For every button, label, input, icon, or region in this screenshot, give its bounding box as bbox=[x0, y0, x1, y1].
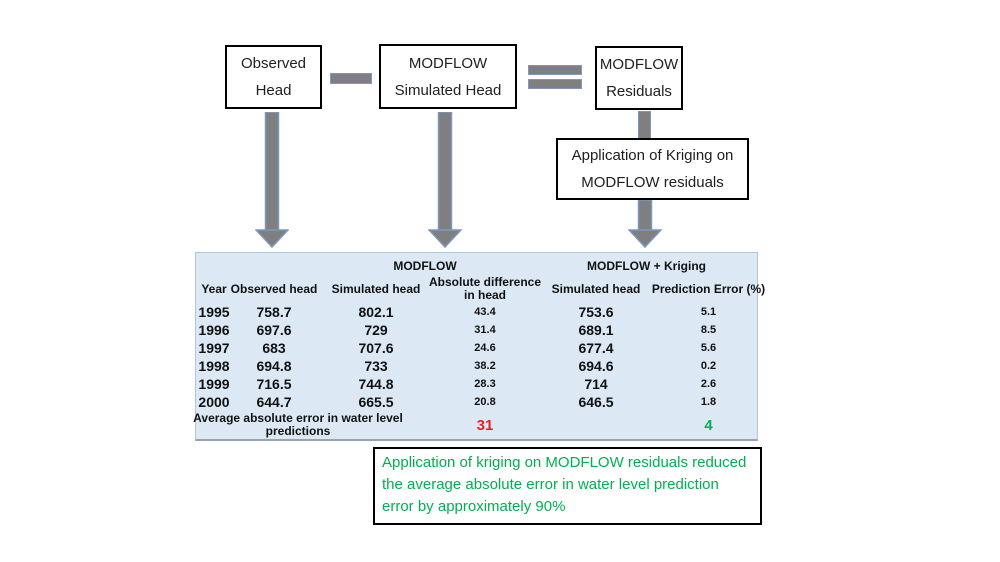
cell-krig: 689.1 bbox=[578, 322, 614, 338]
kriging-application-box: Application of Kriging on MODFLOW residu… bbox=[556, 138, 749, 200]
results-table: MODFLOW MODFLOW + Kriging Year Observed … bbox=[193, 252, 766, 441]
col-header-absolute-difference: Absolute difference in head bbox=[428, 274, 542, 302]
connector-shaft bbox=[638, 111, 651, 139]
cell-observed: 716.5 bbox=[256, 376, 292, 392]
cell-sim: 729 bbox=[364, 322, 388, 338]
callout-line1: Application of kriging on MODFLOW residu… bbox=[382, 454, 747, 471]
cell-sim: 707.6 bbox=[358, 340, 394, 356]
down-arrow-icon bbox=[628, 200, 662, 248]
group-header-modflow: MODFLOW bbox=[393, 258, 457, 273]
table-row: 1996 697.6 729 31.4 689.1 8.5 bbox=[196, 321, 757, 339]
table-row: 1998 694.8 733 38.2 694.6 0.2 bbox=[196, 357, 757, 375]
cell-err: 8.5 bbox=[700, 324, 717, 336]
cell-sim: 733 bbox=[364, 358, 388, 374]
cell-year: 1998 bbox=[198, 358, 230, 374]
callout-line3: error by approximately 90% bbox=[382, 498, 566, 515]
table-group-header-row: MODFLOW MODFLOW + Kriging bbox=[196, 257, 757, 274]
cell-diff: 43.4 bbox=[474, 306, 496, 318]
observed-head-line2: Head bbox=[255, 82, 292, 99]
modflow-simulated-head-box: MODFLOW Simulated Head bbox=[379, 44, 517, 109]
kriging-line2: MODFLOW residuals bbox=[581, 174, 724, 191]
equals-sign-icon bbox=[528, 79, 582, 89]
cell-sim: 744.8 bbox=[358, 376, 394, 392]
modflow-sim-line1: MODFLOW bbox=[408, 54, 488, 72]
cell-year: 1997 bbox=[198, 340, 230, 356]
col-header-prediction-error: Prediction Error (%) bbox=[651, 281, 766, 296]
col-header-simulated-head: Simulated head bbox=[331, 281, 421, 296]
cell-sim: 802.1 bbox=[358, 304, 394, 320]
cell-observed: 644.7 bbox=[256, 394, 292, 410]
cell-krig: 753.6 bbox=[578, 304, 614, 320]
cell-diff: 31.4 bbox=[474, 324, 496, 336]
group-header-modflow-kriging: MODFLOW + Kriging bbox=[587, 258, 706, 273]
cell-observed: 758.7 bbox=[256, 304, 292, 320]
callout-line2: the average absolute error in water leve… bbox=[382, 476, 719, 493]
cell-err: 1.8 bbox=[700, 396, 717, 408]
cell-diff: 28.3 bbox=[474, 378, 496, 390]
cell-err: 2.6 bbox=[700, 378, 717, 390]
summary-modflow-error-value: 31 bbox=[476, 416, 494, 434]
cell-year: 1995 bbox=[198, 304, 230, 320]
table-row: 1997 683 707.6 24.6 677.4 5.6 bbox=[196, 339, 757, 357]
table-header-row: Year Observed head Simulated head Absolu… bbox=[196, 274, 766, 303]
modflow-resid-line2: Residuals bbox=[606, 83, 672, 100]
equals-sign-icon bbox=[528, 65, 582, 75]
cell-err: 5.6 bbox=[700, 342, 717, 354]
conclusion-callout: Application of kriging on MODFLOW residu… bbox=[373, 447, 762, 525]
cell-year: 1999 bbox=[198, 376, 230, 392]
cell-krig: 646.5 bbox=[578, 394, 614, 410]
summary-kriging-error-value: 4 bbox=[704, 416, 713, 434]
modflow-resid-line1: MODFLOW bbox=[599, 56, 679, 73]
cell-year: 2000 bbox=[198, 394, 230, 410]
col-header-observed-head: Observed head bbox=[230, 281, 318, 296]
minus-sign-icon bbox=[330, 73, 372, 84]
cell-err: 5.1 bbox=[700, 306, 717, 318]
cell-diff: 38.2 bbox=[474, 360, 496, 372]
modflow-residuals-box: MODFLOW Residuals bbox=[595, 46, 683, 110]
cell-observed: 697.6 bbox=[256, 322, 292, 338]
cell-observed: 683 bbox=[262, 340, 286, 356]
col-header-year: Year bbox=[201, 281, 227, 296]
kriging-line1: Application of Kriging on bbox=[571, 147, 734, 164]
down-arrow-icon bbox=[255, 112, 289, 248]
col-header-kriging-simulated-head: Simulated head bbox=[551, 281, 641, 296]
table-row: 2000 644.7 665.5 20.8 646.5 1.8 bbox=[196, 393, 757, 411]
cell-krig: 677.4 bbox=[578, 340, 614, 356]
cell-diff: 20.8 bbox=[474, 396, 496, 408]
down-arrow-icon bbox=[428, 112, 462, 248]
observed-head-box: Observed Head bbox=[225, 45, 322, 109]
cell-observed: 694.8 bbox=[256, 358, 292, 374]
cell-diff: 24.6 bbox=[474, 342, 496, 354]
table-row: 1999 716.5 744.8 28.3 714 2.6 bbox=[196, 375, 757, 393]
cell-sim: 665.5 bbox=[358, 394, 394, 410]
modflow-sim-line2: Simulated Head bbox=[394, 81, 502, 99]
summary-label: Average absolute error in water level pr… bbox=[193, 411, 403, 438]
cell-krig: 714 bbox=[584, 376, 608, 392]
cell-year: 1996 bbox=[198, 322, 230, 338]
observed-head-line1: Observed bbox=[240, 55, 307, 72]
table-summary-row: Average absolute error in water level pr… bbox=[193, 411, 757, 439]
cell-err: 0.2 bbox=[700, 360, 717, 372]
table-row: 1995 758.7 802.1 43.4 753.6 5.1 bbox=[196, 303, 757, 321]
cell-krig: 694.6 bbox=[578, 358, 614, 374]
